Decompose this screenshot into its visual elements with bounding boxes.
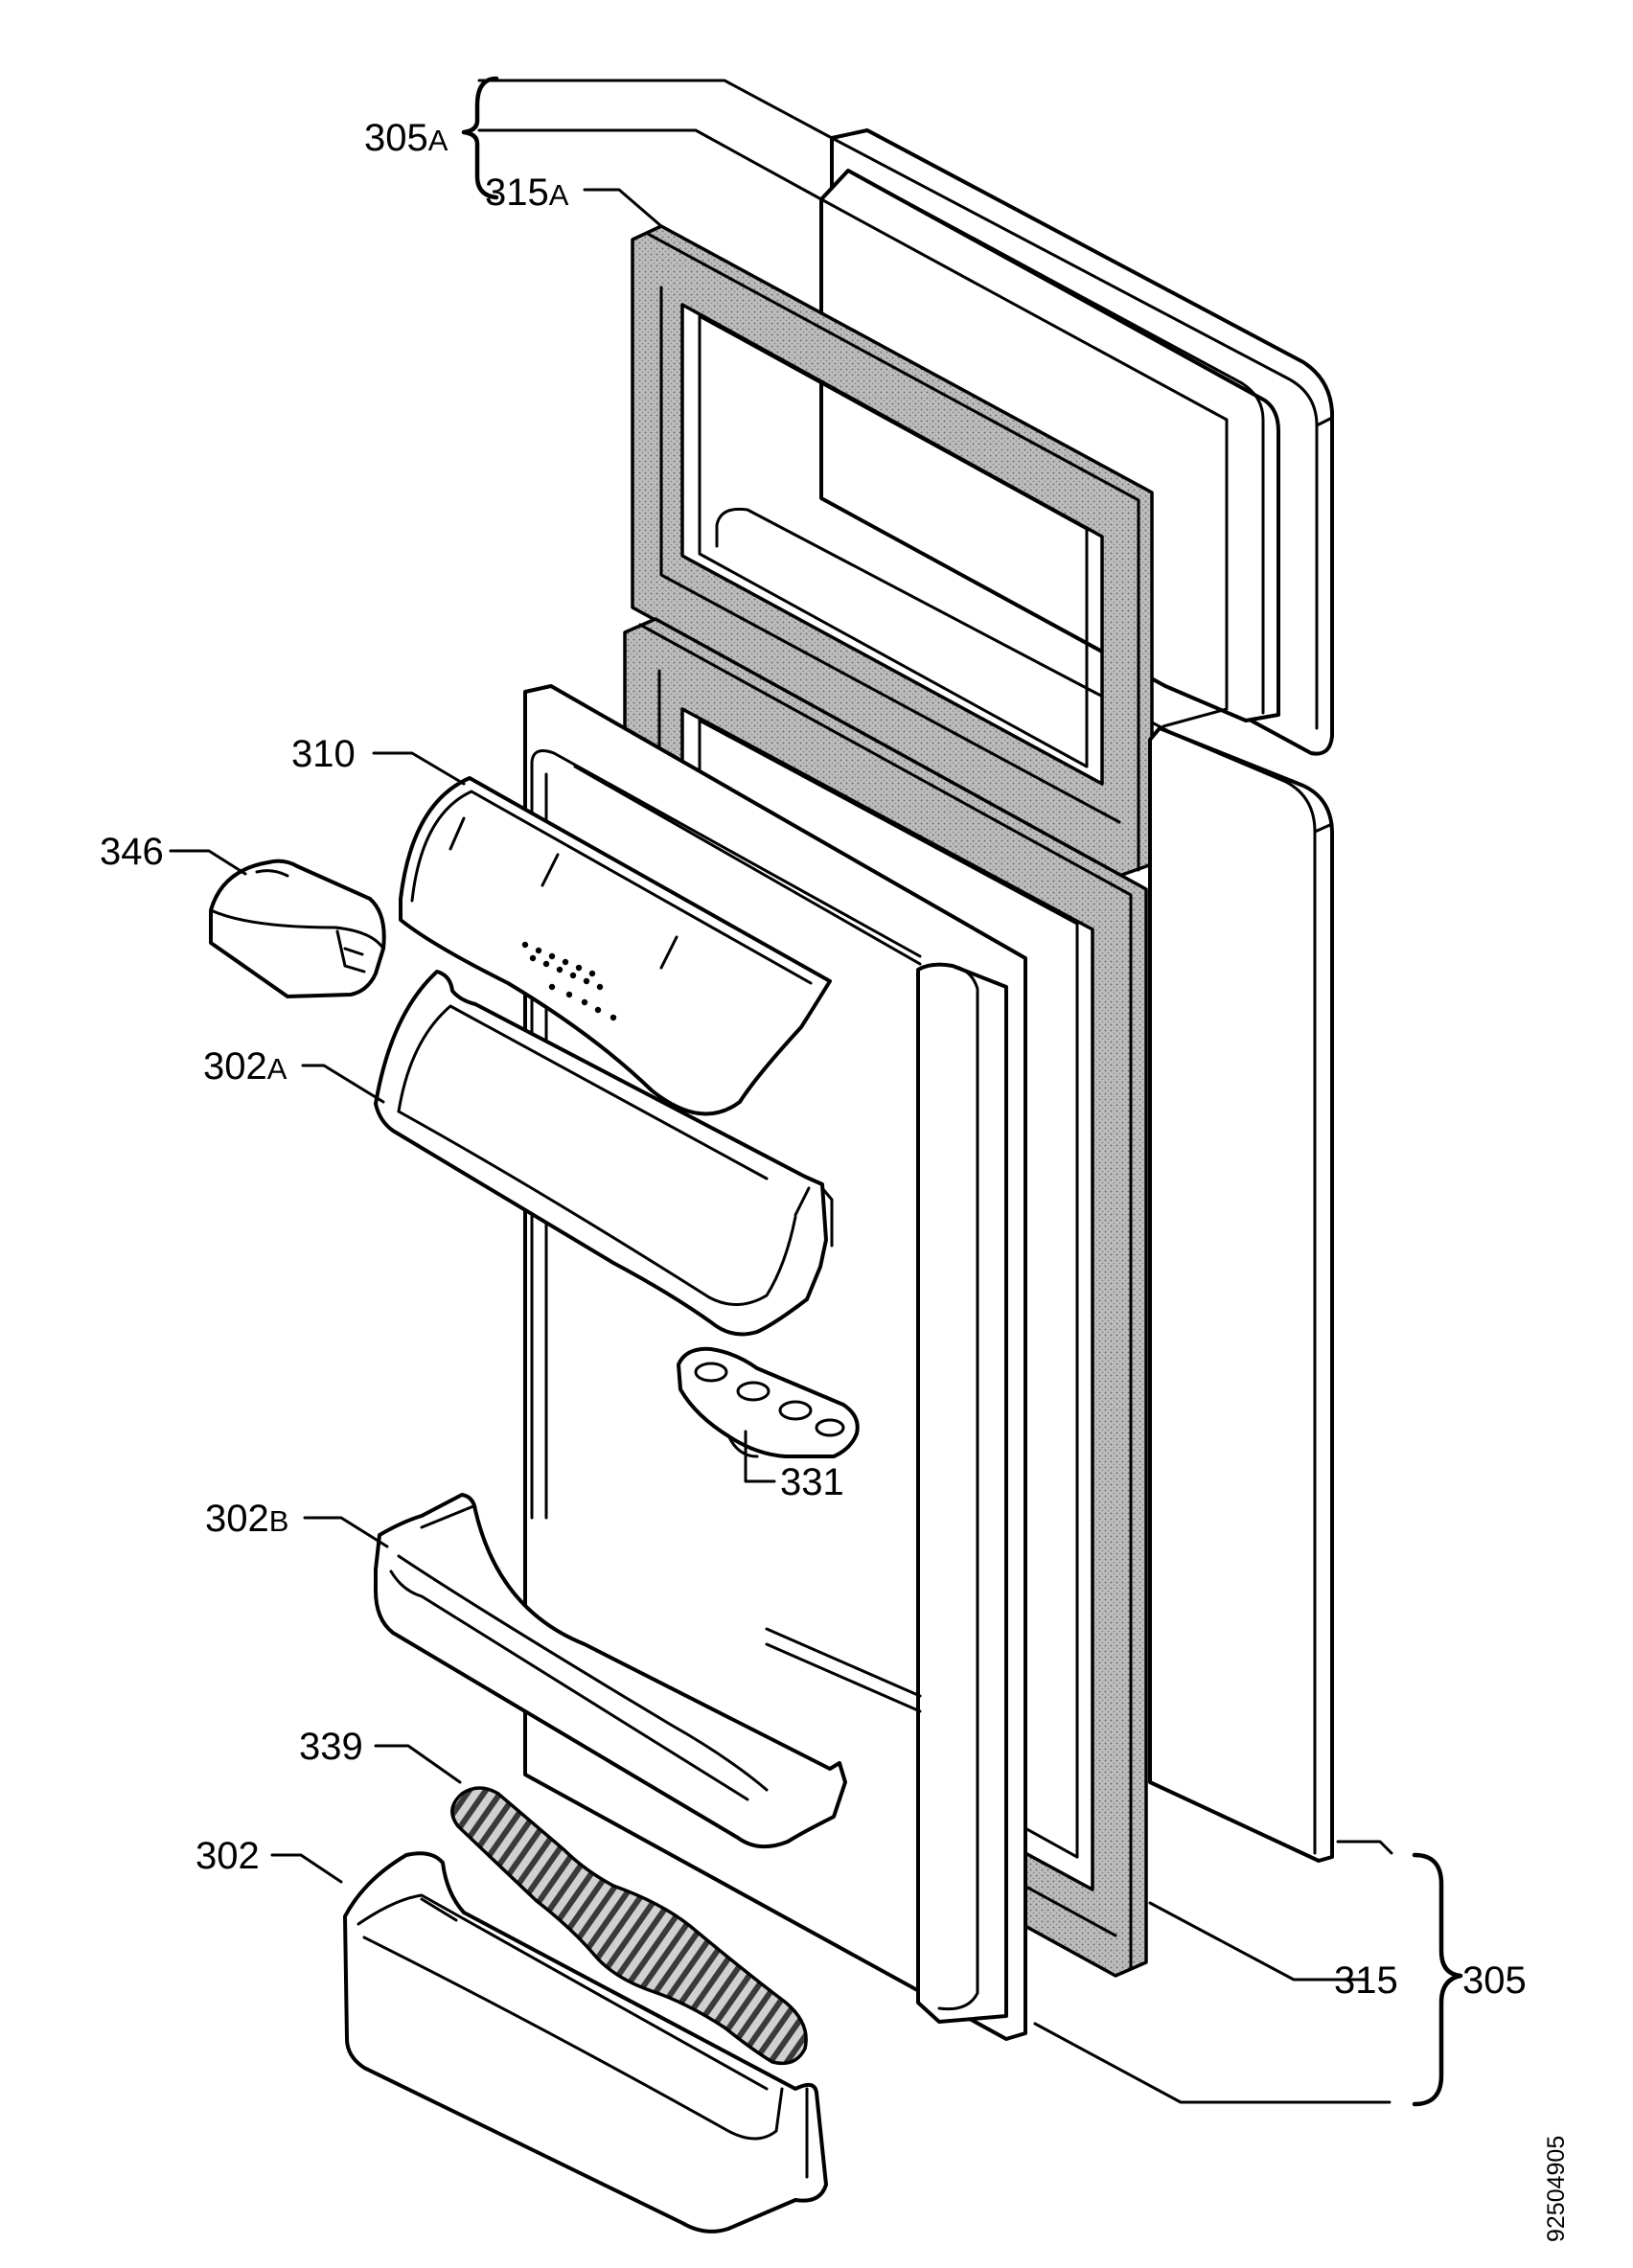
flap-vent-dots bbox=[521, 941, 617, 1021]
egg-tray bbox=[677, 1346, 860, 1458]
door-shelf-upper bbox=[374, 970, 834, 1337]
label-302: 302 bbox=[196, 1835, 260, 1877]
door-shelf-lower bbox=[374, 1493, 847, 1849]
label-315a: 315A bbox=[485, 172, 569, 214]
bottle-shelf-bottom bbox=[343, 1851, 828, 2234]
label-305a: 305A bbox=[364, 117, 448, 159]
label-302a: 302A bbox=[203, 1045, 288, 1088]
label-331: 331 bbox=[780, 1461, 844, 1503]
lamp-cover bbox=[209, 859, 386, 998]
label-305: 305 bbox=[1462, 1959, 1527, 2002]
fridge-door bbox=[1148, 726, 1334, 1863]
bottle-retainer bbox=[450, 1786, 808, 2066]
label-315: 315 bbox=[1334, 1959, 1398, 2002]
label-302b: 302B bbox=[205, 1498, 288, 1540]
document-number: 92504905 bbox=[1543, 2136, 1570, 2242]
label-310: 310 bbox=[291, 733, 356, 775]
label-346: 346 bbox=[100, 831, 164, 873]
leader-lines bbox=[169, 76, 1463, 2107]
part-labels: 305A 315A 310 346 302A 331 302B 339 302 … bbox=[100, 117, 1570, 2242]
label-339: 339 bbox=[299, 1726, 363, 1768]
dairy-flap bbox=[399, 776, 832, 1116]
